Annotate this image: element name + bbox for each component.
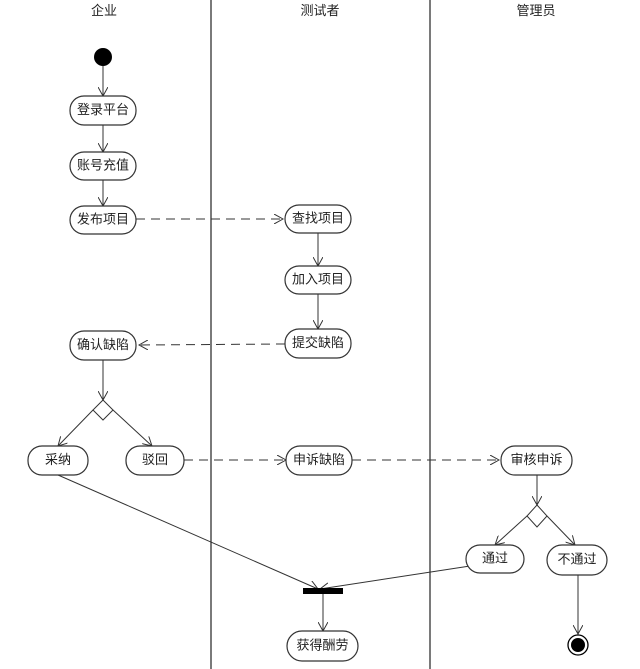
node-reject-label: 驳回: [142, 453, 168, 468]
node-find-label: 查找项目: [292, 212, 344, 227]
node-review-label: 审核申诉: [510, 453, 562, 468]
node-pass: 通过: [465, 544, 525, 574]
node-accept-label: 采纳: [45, 453, 71, 468]
decision-diamond-review: [526, 504, 548, 528]
node-reward-label: 获得酬劳: [296, 638, 348, 654]
node-accept: 采纳: [27, 445, 89, 476]
node-submit: 提交缺陷: [284, 328, 352, 359]
node-login-label: 登录平台: [77, 103, 129, 118]
node-publish-label: 发布项目: [77, 212, 129, 228]
lane-title-tester: 测试者: [300, 4, 339, 19]
node-confirm: 确认缺陷: [69, 330, 137, 361]
node-recharge: 账号充值: [69, 151, 137, 181]
lane-title-admin: 管理员: [516, 4, 555, 19]
end-node-inner: [571, 638, 585, 652]
node-join: 加入项目: [284, 265, 352, 295]
flow-accept-join: [57, 474, 318, 589]
node-confirm-label: 确认缺陷: [77, 338, 129, 353]
node-fail: 不通过: [546, 544, 608, 576]
flow-submit-confirm: [139, 344, 286, 345]
flow-decision-fail: [546, 515, 575, 545]
lane-title-enterprise: 企业: [91, 3, 117, 19]
decision-diamond-confirm: [92, 399, 114, 421]
node-appeal: 申诉缺陷: [285, 445, 353, 476]
node-login: 登录平台: [69, 95, 137, 126]
start-node: [94, 48, 112, 66]
flow-decision-pass: [495, 515, 528, 545]
node-appeal-label: 申诉缺陷: [293, 453, 345, 468]
node-publish: 发布项目: [69, 205, 137, 235]
flow-decision-reject: [112, 409, 152, 446]
node-reward: 获得酬劳: [286, 630, 359, 662]
node-find: 查找项目: [284, 204, 352, 234]
node-submit-label: 提交缺陷: [292, 335, 344, 351]
node-recharge-label: 账号充值: [77, 158, 129, 174]
node-reject: 驳回: [125, 445, 185, 476]
node-review: 审核申诉: [500, 445, 573, 476]
flow-pass-join: [320, 565, 471, 589]
node-pass-label: 通过: [482, 552, 508, 567]
node-fail-label: 不通过: [557, 553, 596, 568]
join-bar: [303, 588, 343, 594]
node-join-label: 加入项目: [292, 273, 344, 288]
flow-decision-accept: [58, 409, 94, 446]
